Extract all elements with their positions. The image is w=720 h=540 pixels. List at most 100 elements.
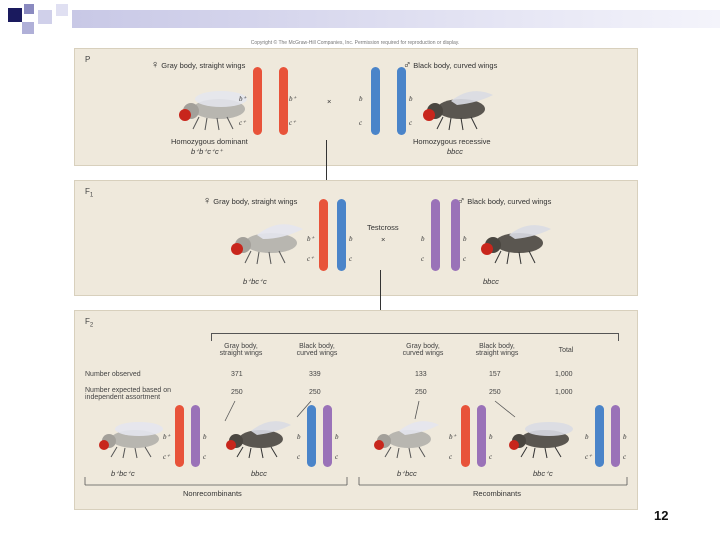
- arrow-f1-to-f2: [380, 270, 381, 318]
- allele-label: c⁺: [585, 453, 592, 461]
- column-header: Black body, straight wings: [475, 343, 519, 357]
- bracket-line: [211, 333, 619, 334]
- allele-label: c: [421, 255, 425, 263]
- column-header: Gray body, curved wings: [402, 343, 444, 357]
- allele-label: b: [463, 235, 467, 243]
- allele-label: c: [335, 453, 339, 461]
- allele-label: c⁺: [163, 453, 170, 461]
- observed-value: 339: [309, 371, 321, 378]
- deco-square: [22, 22, 34, 34]
- observed-total: 1,000: [555, 371, 573, 378]
- allele-label: b⁺: [239, 95, 247, 103]
- observed-value: 157: [489, 371, 501, 378]
- male-symbol: ♂: [457, 195, 466, 207]
- allele-label: b⁺: [307, 235, 315, 243]
- allele-label: b: [421, 235, 425, 243]
- recombinants-label: Recombinants: [473, 489, 521, 498]
- bracket-tick: [211, 333, 212, 341]
- allele-label: b: [585, 433, 589, 441]
- cross-symbol: ×: [381, 235, 386, 244]
- allele-label: b⁺: [289, 95, 297, 103]
- allele-label: c⁺: [289, 119, 296, 127]
- male-title: ♂Black body, curved wings: [403, 59, 498, 71]
- allele-label: c: [623, 453, 627, 461]
- allele-label: b: [489, 433, 493, 441]
- offspring-genotype: b⁺bcc: [397, 469, 417, 478]
- observed-value: 133: [415, 371, 427, 378]
- black-fly-illustration: [509, 422, 573, 459]
- page-number: 12: [654, 508, 669, 523]
- column-header-total: Total: [558, 347, 574, 354]
- right-genotype: bbcc: [483, 277, 499, 286]
- expected-total: 1,000: [555, 389, 573, 396]
- panel-parental: P ♀Gray body, straight wings ♂Black body…: [74, 48, 638, 166]
- allele-label: c: [463, 255, 467, 263]
- allele-label: b: [409, 95, 413, 103]
- arrow-p-to-f1: [326, 140, 327, 192]
- chromosome-red: [175, 405, 184, 467]
- expected-value: 250: [489, 389, 501, 396]
- chromosome-blue: [307, 405, 316, 467]
- chromosome-purple: [431, 199, 440, 271]
- panel-label: F2: [85, 317, 94, 329]
- allele-label: b⁺: [449, 433, 457, 441]
- right-caption: Homozygous recessive: [413, 137, 491, 146]
- chromosome-purple: [191, 405, 200, 467]
- allele-label: c: [297, 453, 301, 461]
- gray-fly-illustration: [231, 224, 303, 265]
- allele-label: b: [349, 235, 353, 243]
- allele-label: b⁺: [163, 433, 171, 441]
- female-symbol: ♀: [203, 195, 212, 207]
- allele-label: c: [349, 255, 353, 263]
- expected-value: 250: [231, 389, 243, 396]
- allele-label: c: [449, 453, 453, 461]
- gray-fly-illustration: [99, 422, 163, 459]
- column-header: Gray body, straight wings: [219, 343, 263, 357]
- chromosome-blue: [337, 199, 346, 271]
- panel-f2: F2 Gray body, straight wings Black body,…: [74, 310, 638, 510]
- left-caption: Homozygous dominant: [171, 137, 248, 146]
- chromosome-purple: [477, 405, 486, 467]
- chromosome-blue: [371, 67, 380, 135]
- bracket-tick: [618, 333, 619, 341]
- male-symbol: ♂: [403, 59, 412, 71]
- panel-label: F1: [85, 187, 94, 199]
- black-fly-illustration: [481, 225, 551, 265]
- nonrecombinants-label: Nonrecombinants: [183, 489, 242, 498]
- right-genotype: bbcc: [447, 147, 463, 156]
- allele-label: b: [297, 433, 301, 441]
- copyright-notice: Copyright © The McGraw-Hill Companies, I…: [250, 40, 460, 46]
- allele-label: c: [409, 119, 413, 127]
- expected-value: 250: [309, 389, 321, 396]
- header-bar: [72, 10, 720, 28]
- cross-symbol: ×: [327, 97, 332, 106]
- deco-square: [38, 10, 52, 24]
- offspring-genotype: bbc⁺c: [533, 469, 553, 478]
- header-decoration: [0, 0, 720, 40]
- row-label-expected: Number expected based on independent ass…: [85, 387, 171, 401]
- chromosome-purple: [451, 199, 460, 271]
- deco-square: [24, 4, 34, 14]
- chromosome-purple: [323, 405, 332, 467]
- chromosome-blue: [595, 405, 604, 467]
- row-label-observed: Number observed: [85, 371, 141, 378]
- left-genotype: b⁺b⁺c⁺c⁺: [191, 147, 223, 156]
- expected-value: 250: [415, 389, 427, 396]
- testcross-label: Testcross: [367, 223, 399, 232]
- female-title: ♀Gray body, straight wings: [151, 59, 246, 71]
- pointer-lines: [84, 400, 628, 486]
- allele-label: b: [359, 95, 363, 103]
- allele-label: c⁺: [239, 119, 246, 127]
- allele-label: c: [203, 453, 207, 461]
- chromosome-red: [253, 67, 262, 135]
- gray-fly-illustration: [179, 91, 247, 131]
- offspring-genotype: b⁺bc⁺c: [111, 469, 135, 478]
- chromosome-red: [279, 67, 288, 135]
- black-fly-illustration: [423, 91, 493, 131]
- allele-label: c: [489, 453, 493, 461]
- chromosome-purple: [611, 405, 620, 467]
- chromosome-red: [461, 405, 470, 467]
- panel-f1: F1 ♀Gray body, straight wings ♂Black bod…: [74, 180, 638, 296]
- allele-label: c⁺: [307, 255, 314, 263]
- chromosome-blue: [397, 67, 406, 135]
